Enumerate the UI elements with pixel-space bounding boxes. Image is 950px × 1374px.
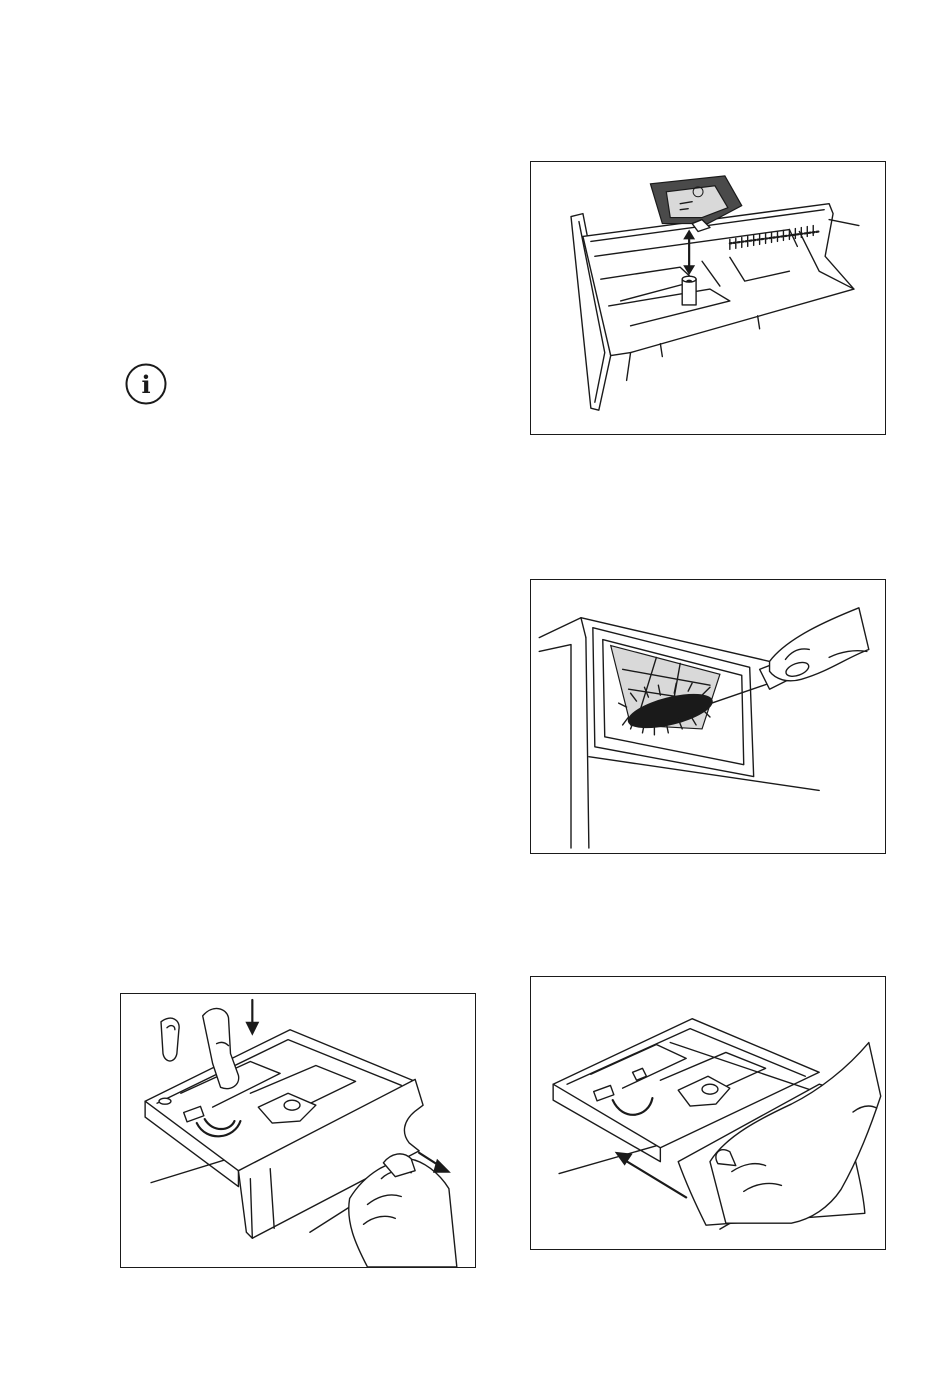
figure-push-back	[530, 976, 886, 1250]
info-glyph: i	[141, 370, 150, 399]
info-icon: i	[124, 362, 168, 406]
dispenser-drawer-illustration	[531, 162, 885, 434]
dispenser-recess-illustration	[531, 580, 885, 853]
figure-press-lever-pull	[120, 993, 476, 1268]
dispenser-push-illustration	[531, 977, 885, 1249]
dispenser-pull-illustration	[121, 994, 475, 1267]
arrow-left-icon	[615, 1152, 686, 1198]
figure-remove-insert	[530, 161, 886, 435]
arrow-down-icon	[245, 1000, 259, 1036]
figure-clean-recess	[530, 579, 886, 854]
